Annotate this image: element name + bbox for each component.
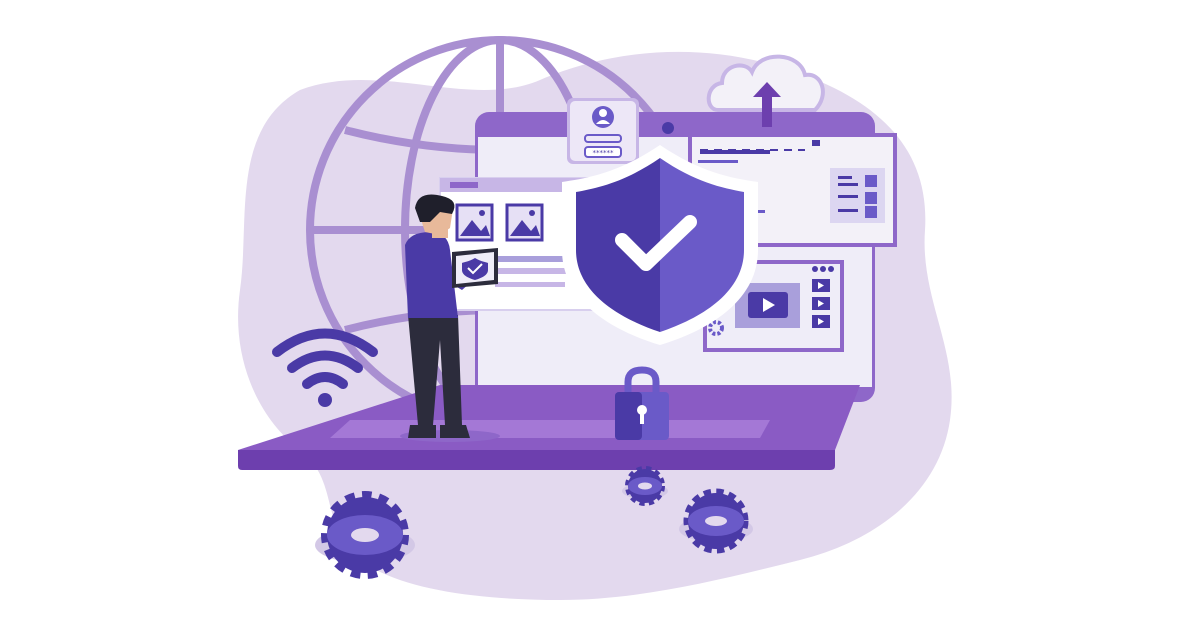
laptop-base xyxy=(238,385,860,470)
gear-icon xyxy=(708,320,724,336)
password-mask: ****** xyxy=(593,149,615,157)
image-icon xyxy=(505,203,544,242)
gear-icon xyxy=(679,488,753,554)
person-figure xyxy=(400,194,500,442)
gear-icon xyxy=(315,491,415,579)
user-profile-card-icon: ****** xyxy=(567,98,639,164)
padlock-icon xyxy=(615,366,669,440)
tablet-device xyxy=(452,248,498,288)
wifi-icon xyxy=(272,328,378,407)
shield-check-icon xyxy=(562,145,758,345)
cloud-upload-icon xyxy=(706,54,825,127)
video-play-icon xyxy=(735,283,800,328)
playlist xyxy=(812,279,830,328)
gear-icon xyxy=(622,466,668,506)
webcam xyxy=(662,122,674,134)
image-icon xyxy=(455,203,494,242)
